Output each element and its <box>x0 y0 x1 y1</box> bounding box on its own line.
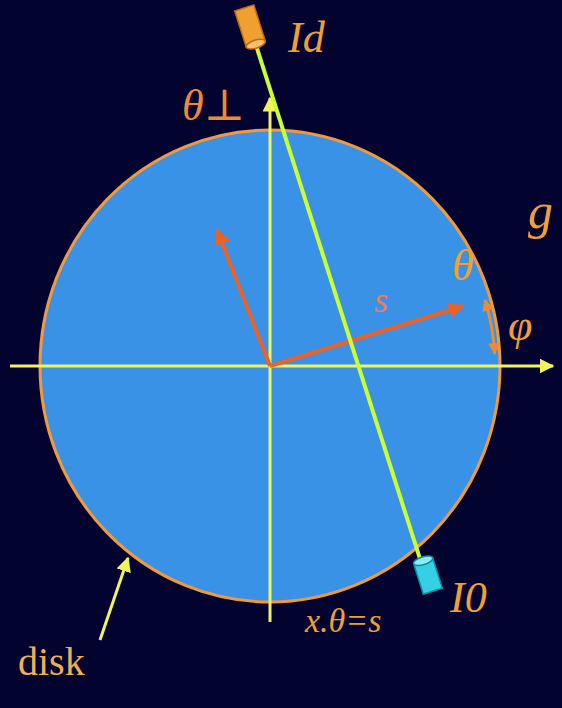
disk-label: disk <box>18 642 85 682</box>
source-cylinder <box>235 5 267 51</box>
theta-perp-vector <box>217 230 270 366</box>
x-axis <box>10 365 553 368</box>
phi-label: φ <box>508 304 532 348</box>
line-equation: x.θ=s <box>305 604 381 638</box>
detector-cylinder <box>412 554 442 594</box>
theta-perp-label: θ⊥ <box>182 84 245 128</box>
s-label: s <box>374 282 388 318</box>
theta-vector <box>270 306 463 366</box>
source-label: Id <box>288 16 325 60</box>
phi-arc <box>485 300 495 354</box>
disk-pointer <box>100 558 128 640</box>
theta-label: θ <box>452 244 474 288</box>
ray-line <box>255 42 421 562</box>
detector-label: I0 <box>450 576 487 620</box>
function-label: g <box>528 186 553 236</box>
